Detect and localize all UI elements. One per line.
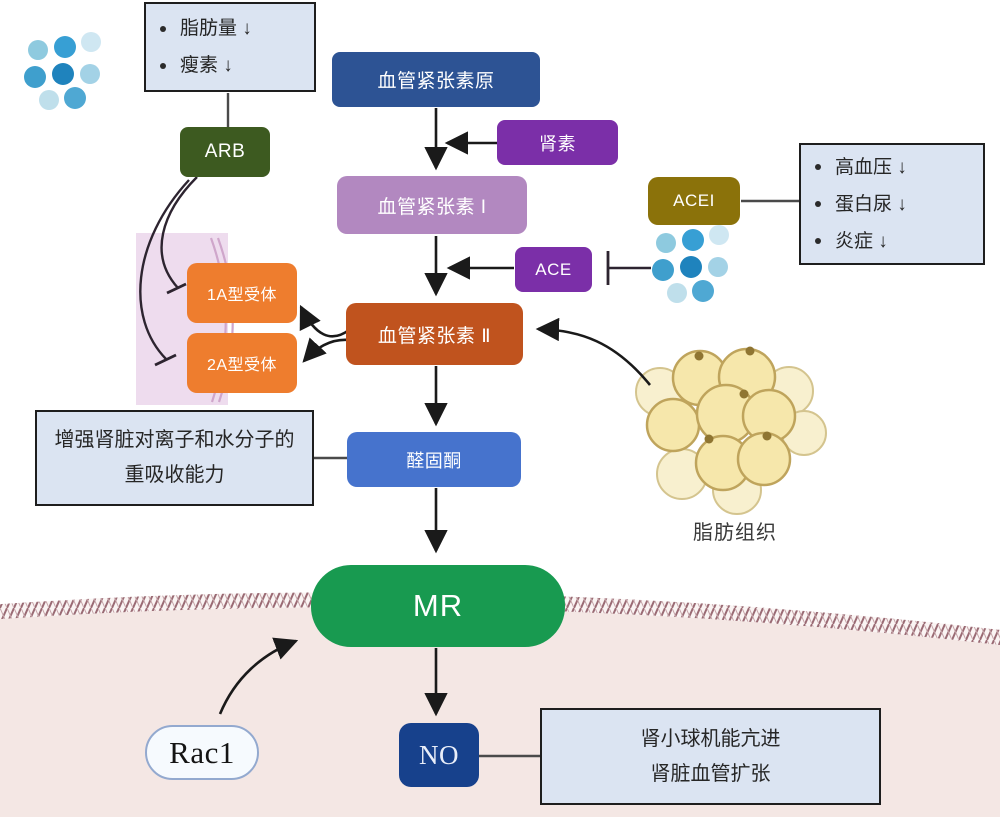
connector-lines xyxy=(226,93,799,758)
effect-text: 脂肪量 ↓ xyxy=(180,18,252,39)
node-no: NO xyxy=(399,723,479,787)
inhibit-arb-receptor1a xyxy=(160,176,198,289)
arb-effects-callout: 脂肪量 ↓ 瘦素 ↓ xyxy=(144,2,316,92)
effect-line: 肾脏血管扩张 xyxy=(650,762,771,785)
effect-line: 肾小球机能亢进 xyxy=(640,727,781,750)
effect-text: 炎症 ↓ xyxy=(835,230,888,252)
effect-line: 增强肾脏对离子和水分子的 xyxy=(54,429,295,451)
arrow-rac1-to-mr xyxy=(218,637,299,715)
bullet-icon xyxy=(815,238,821,244)
inhibit-arb-receptor2a xyxy=(139,179,190,360)
effect-line: 重吸收能力 xyxy=(124,464,225,486)
acei-effects-callout: 高血压 ↓ 蛋白尿 ↓ 炎症 ↓ xyxy=(799,143,985,265)
node-aldosterone: 醛固酮 xyxy=(347,432,521,487)
node-mr: MR xyxy=(311,565,565,647)
arrow-adipose-to-angiotensin2 xyxy=(535,317,652,386)
inhibition-lines xyxy=(139,176,651,367)
bullet-icon xyxy=(160,25,166,32)
no-effects-callout: 肾小球机能亢进 肾脏血管扩张 xyxy=(540,708,881,805)
node-rac1: Rac1 xyxy=(145,725,259,780)
effect-text: 高血压 ↓ xyxy=(835,156,907,178)
list-item: 瘦素 ↓ xyxy=(160,56,314,75)
drug-molecules-icon xyxy=(24,32,101,110)
effect-text: 瘦素 ↓ xyxy=(180,55,233,76)
node-angiotensinogen: 血管紧张素原 xyxy=(332,52,540,107)
aldosterone-effects-callout: 增强肾脏对离子和水分子的 重吸收能力 xyxy=(35,410,314,506)
adipose-tissue-illustration xyxy=(635,346,827,515)
list-item: 高血压 ↓ xyxy=(815,158,983,177)
adipose-tissue-label: 脂肪组织 xyxy=(693,522,777,544)
list-item: 蛋白尿 ↓ xyxy=(815,195,983,214)
drug-molecules-icon xyxy=(652,225,729,303)
bullet-icon xyxy=(815,201,821,207)
list-item: 炎症 ↓ xyxy=(815,232,983,251)
node-arb: ARB xyxy=(180,127,270,177)
effect-text: 蛋白尿 ↓ xyxy=(835,193,907,215)
node-ace: ACE xyxy=(515,247,592,292)
bullet-icon xyxy=(160,62,166,69)
flow-arrows xyxy=(218,108,652,717)
node-receptor-2a: 2A型受体 xyxy=(187,333,297,393)
node-angiotensin-ii: 血管紧张素 Ⅱ xyxy=(346,303,523,365)
node-angiotensin-i: 血管紧张素 I xyxy=(337,176,527,234)
node-renin: 肾素 xyxy=(497,120,618,165)
node-acei: ACEI xyxy=(648,177,740,225)
node-receptor-1a: 1A型受体 xyxy=(187,263,297,323)
arrow-angiotensin2-to-receptor1a xyxy=(299,304,350,338)
bullet-icon xyxy=(815,164,821,170)
arrow-angiotensin2-to-receptor2a xyxy=(302,337,350,363)
list-item: 脂肪量 ↓ xyxy=(160,19,314,38)
